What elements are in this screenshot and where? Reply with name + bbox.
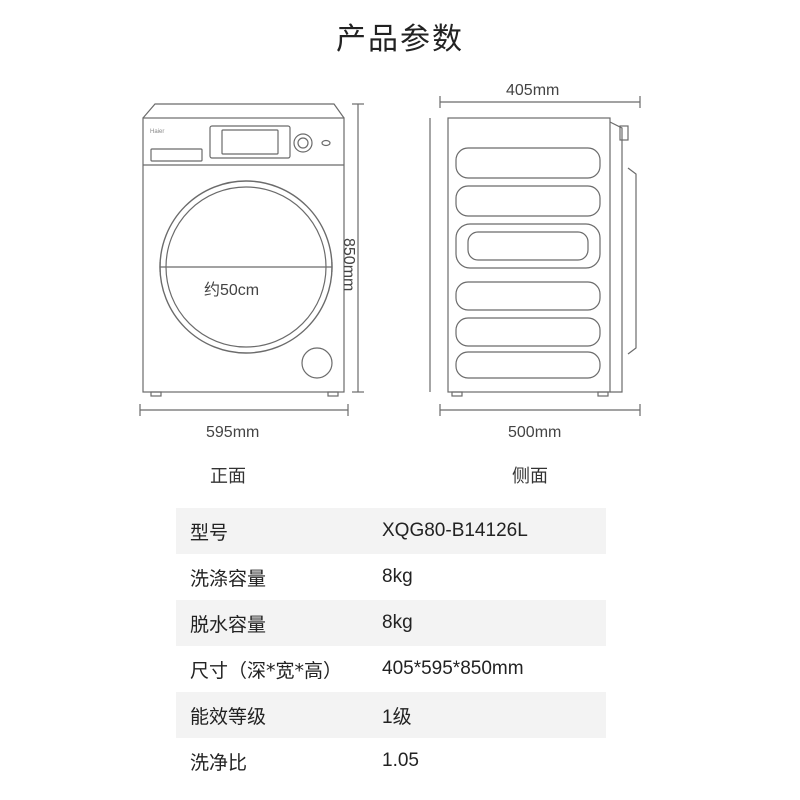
side-view-label: 侧面 (512, 466, 548, 487)
page-title: 产品参数 (336, 22, 464, 57)
spec-key: 洗涤容量 (190, 567, 267, 590)
spec-value: 8kg (382, 566, 413, 587)
front-width-label: 595mm (206, 424, 260, 441)
side-depth-bottom-label: 500mm (508, 424, 562, 441)
spec-value: 405*595*850mm (382, 658, 524, 679)
spec-value: 1.05 (382, 750, 419, 771)
front-height-label: 850mm (340, 238, 357, 292)
brand-logo: Haier (150, 129, 164, 135)
spec-key: 洗净比 (190, 751, 248, 774)
side-view (429, 96, 641, 416)
spec-key: 能效等级 (190, 705, 267, 728)
spec-value: 1级 (382, 706, 412, 728)
spec-value: XQG80-B14126L (382, 520, 528, 541)
door-diameter-label: 约50cm (204, 282, 260, 299)
side-depth-top-label: 405mm (506, 82, 560, 99)
spec-key: 尺寸（深*宽*高） (190, 659, 343, 682)
spec-key: 型号 (190, 521, 229, 544)
front-view-label: 正面 (210, 466, 246, 487)
spec-value: 8kg (382, 612, 413, 633)
front-view (139, 103, 364, 416)
spec-row-energy-grade: 能效等级 1级 (176, 692, 606, 738)
spec-row-model: 型号 XQG80-B14126L (176, 508, 606, 554)
spec-row-wash-ratio: 洗净比 1.05 (176, 738, 606, 784)
dimension-drawing: Haier (139, 96, 641, 416)
spec-table: 型号 XQG80-B14126L 洗涤容量 8kg 脱水容量 8kg 尺寸（深*… (176, 508, 606, 784)
spec-row-spin-capacity: 脱水容量 8kg (176, 600, 606, 646)
spec-row-wash-capacity: 洗涤容量 8kg (176, 554, 606, 600)
spec-key: 脱水容量 (190, 613, 267, 636)
spec-row-dimensions: 尺寸（深*宽*高） 405*595*850mm (176, 646, 606, 692)
